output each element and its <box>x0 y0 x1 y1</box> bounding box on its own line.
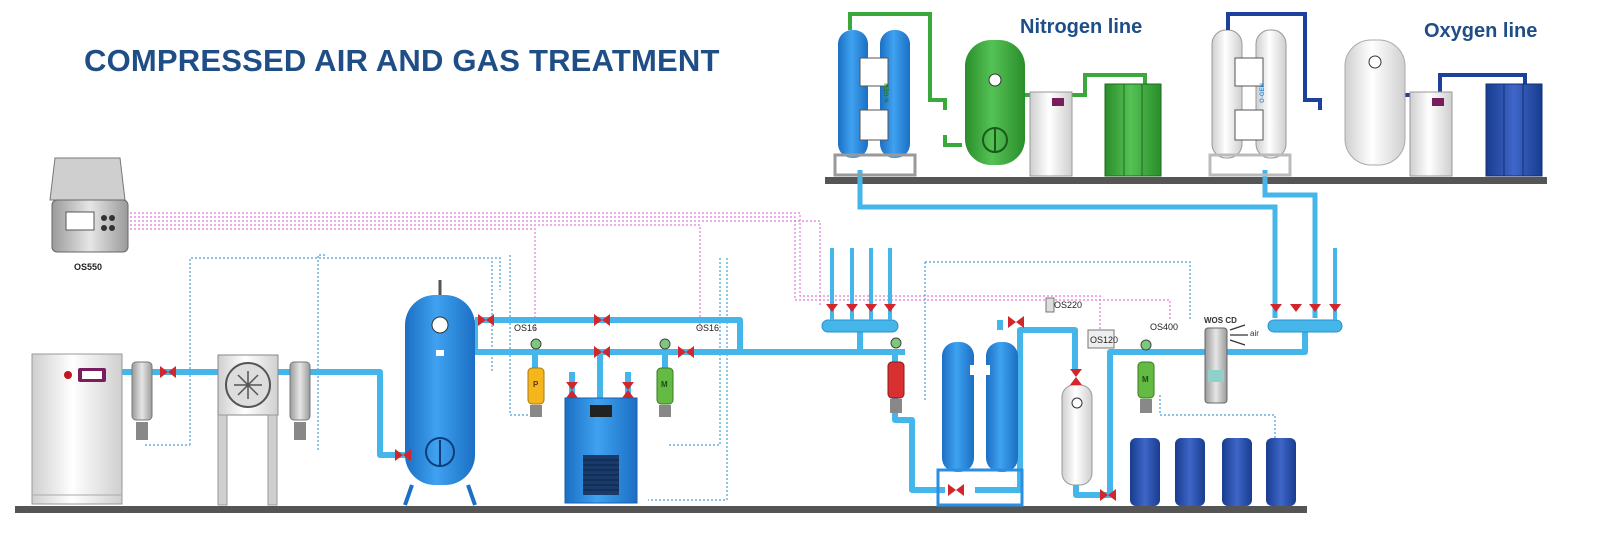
filter-m-1 <box>656 338 674 417</box>
desiccant-dryer <box>936 342 1024 507</box>
oxygen-booster <box>1409 91 1453 177</box>
label-os220: OS220 <box>1054 300 1083 310</box>
label-os16-a: OS16 <box>514 323 538 333</box>
valves <box>160 304 1341 501</box>
manifold-main <box>821 248 899 333</box>
label-os120: OS120 <box>1090 335 1119 345</box>
oxygen-cylinders <box>1485 83 1543 177</box>
wos-cd-separator <box>1204 324 1248 404</box>
label-os400: OS400 <box>1150 322 1179 332</box>
monitor-os550 <box>49 157 129 253</box>
filter-red <box>887 337 905 413</box>
signal-lines-blue <box>145 254 1276 501</box>
inline-filter-2 <box>289 361 311 440</box>
label-ogen: O-GEN <box>1259 83 1266 103</box>
nitrogen-line-title: Nitrogen line <box>1020 16 1143 38</box>
label-os550: OS550 <box>74 262 103 272</box>
oxygen-generator <box>1208 29 1292 177</box>
signal-lines-pink <box>118 212 1171 340</box>
label-air: air <box>1250 329 1259 338</box>
nitrogen-generator <box>833 30 917 177</box>
label-filter-p: P <box>533 380 539 389</box>
air-compressor <box>31 353 123 505</box>
sensor-os120-box <box>1087 329 1115 349</box>
inline-filter-1 <box>131 361 153 440</box>
carbon-towers <box>1130 438 1296 506</box>
nitrogen-cylinders <box>1104 83 1162 177</box>
nitrogen-receiver <box>965 40 1025 165</box>
sensor-os220-probe <box>1045 297 1055 313</box>
label-filter-m2: M <box>1142 375 1149 384</box>
refrigerated-dryer <box>564 397 638 504</box>
oxygen-line-title: Oxygen line <box>1424 20 1538 42</box>
upper-floor <box>825 177 1547 184</box>
main-floor <box>15 506 1307 513</box>
air-receiver-tank <box>403 280 477 506</box>
nitrogen-booster <box>1029 91 1073 177</box>
label-wos-cd: WOS CD <box>1204 316 1237 325</box>
oxygen-receiver <box>1344 39 1406 166</box>
label-ngen: N-GEN <box>884 83 891 103</box>
filter-p <box>527 338 545 417</box>
label-os16-b: OS16 <box>696 323 720 333</box>
filter-m-2 <box>1137 339 1155 413</box>
label-filter-m1: M <box>661 380 668 389</box>
page-title: COMPRESSED AIR AND GAS TREATMENT <box>84 43 720 78</box>
small-receiver <box>1061 384 1093 486</box>
manifold-right <box>1267 248 1343 333</box>
upper-feed-pipes <box>857 170 1318 318</box>
aftercooler-fan <box>217 354 279 506</box>
